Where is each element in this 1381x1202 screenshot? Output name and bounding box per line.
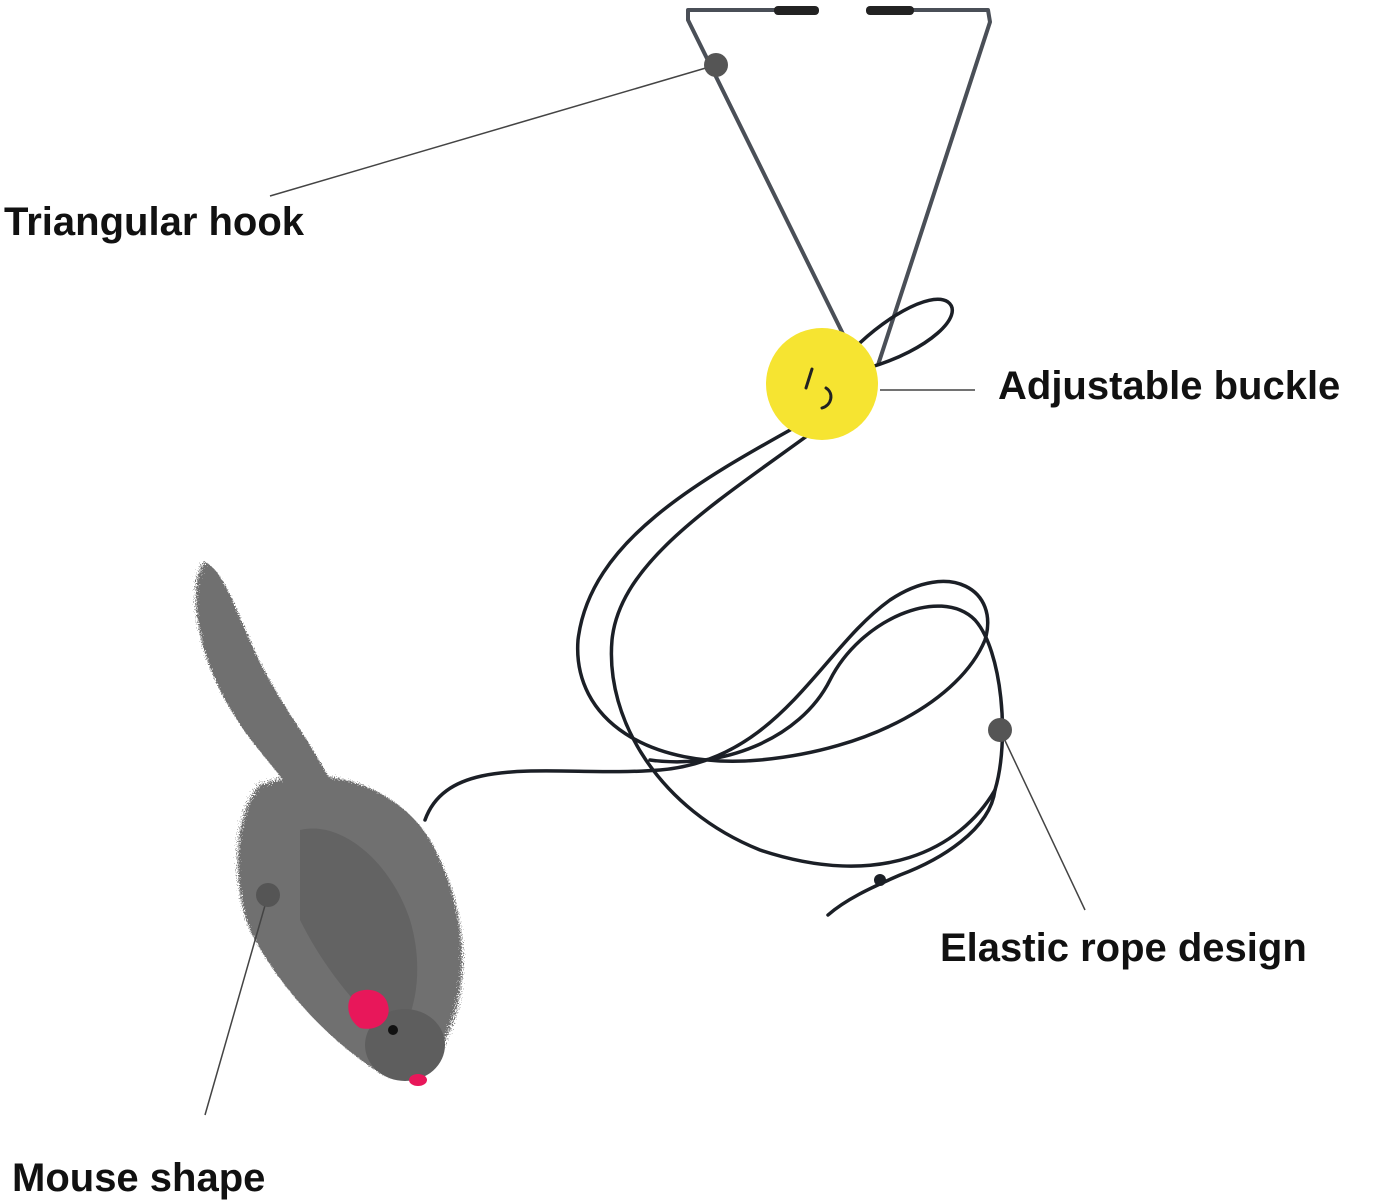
mouse-body-shade (300, 828, 418, 1040)
mouse-toy (195, 562, 463, 1086)
mouse-body (237, 776, 463, 1077)
rope-stopper (874, 874, 886, 886)
mouse-head (365, 1009, 445, 1081)
callout-mouse-shape (204, 883, 280, 1116)
buckle-slot-left (804, 367, 814, 390)
mouse-nose (409, 1074, 427, 1086)
mouse-tail (195, 562, 330, 790)
rope-loop (846, 297, 955, 370)
callout-dot (988, 718, 1012, 742)
hook-cap-right (866, 6, 914, 15)
label-mouse-shape: Mouse shape (12, 1156, 266, 1200)
buckle-disc (766, 328, 878, 440)
mouse-ear (348, 989, 389, 1029)
callout-line (269, 64, 717, 197)
label-triangular-hook: Triangular hook (4, 200, 305, 244)
label-adjustable-buckle: Adjustable buckle (998, 364, 1341, 408)
mouse-eye (388, 1025, 398, 1035)
hook-wire (686, 8, 992, 366)
adjustable-buckle (766, 328, 878, 440)
callout-line (204, 894, 269, 1116)
triangular-hook (686, 6, 992, 366)
rope-strand-a (423, 418, 990, 822)
rope-tail (826, 788, 997, 917)
callout-line (999, 729, 1086, 911)
elastic-rope (423, 297, 1005, 917)
hook-cap-left (774, 6, 819, 15)
callout-elastic-rope (988, 718, 1086, 911)
callout-dot (704, 53, 728, 77)
callout-triangular-hook (269, 53, 728, 197)
rope-strand-b (609, 423, 1005, 868)
label-elastic-rope: Elastic rope design (940, 926, 1307, 970)
callout-dot (256, 883, 280, 907)
buckle-slot-right (820, 386, 833, 410)
